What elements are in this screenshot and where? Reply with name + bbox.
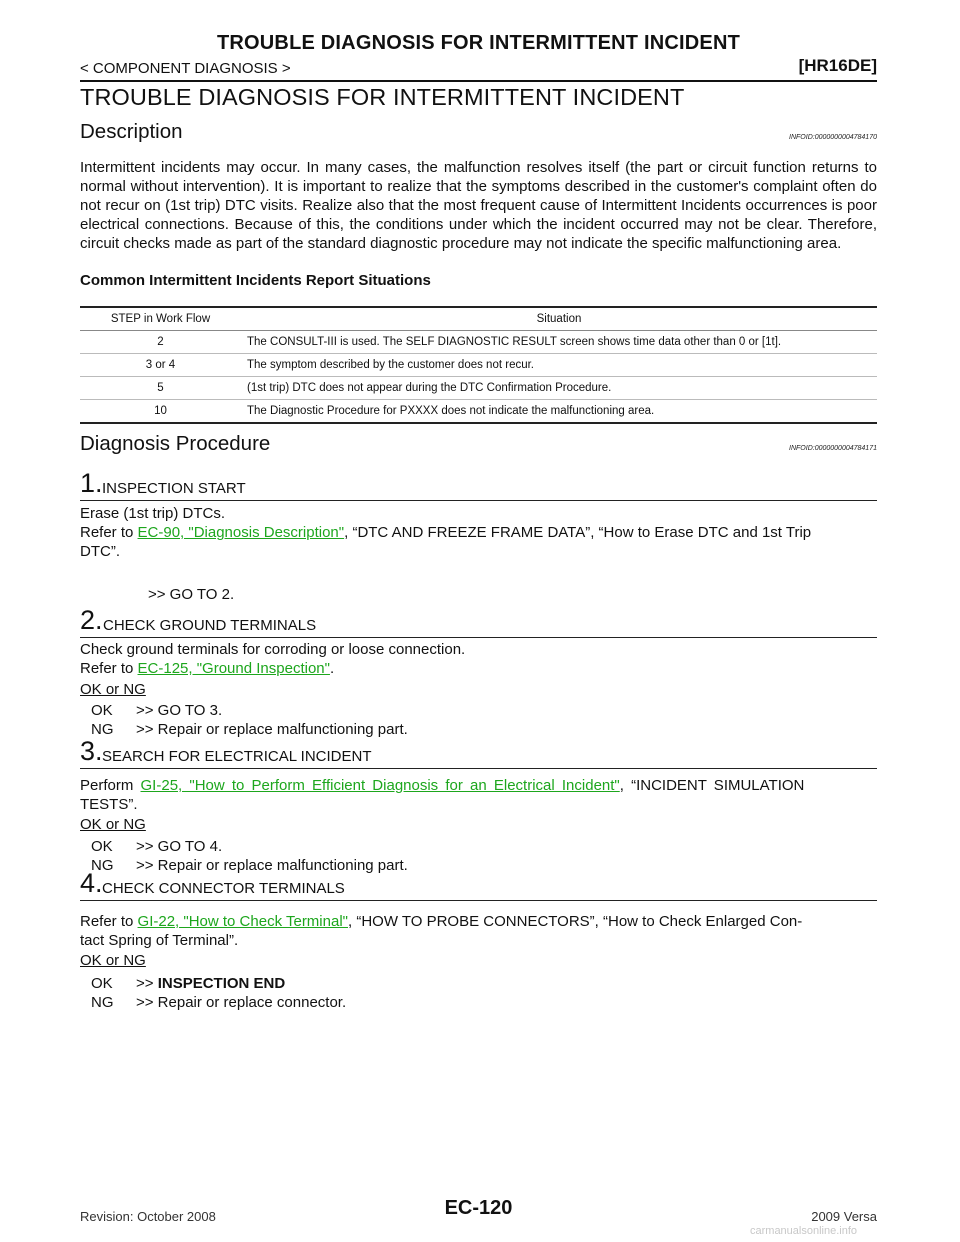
step-4-ng-branch: NG >> Repair or replace connector. bbox=[91, 994, 346, 1011]
footer-model: 2009 Versa bbox=[811, 1209, 877, 1224]
page-footer: Revision: October 2008 EC-120 2009 Versa bbox=[80, 1196, 877, 1226]
situation-cell: (1st trip) DTC does not appear during th… bbox=[247, 382, 612, 394]
table-row: 5 (1st trip) DTC does not appear during … bbox=[80, 377, 877, 400]
table-header-row: STEP in Work Flow Situation bbox=[80, 307, 877, 331]
step-cell: 5 bbox=[157, 382, 164, 394]
step-2-ok-branch: OK >> GO TO 3. bbox=[91, 702, 222, 719]
step-2-reference: Refer to EC-125, "Ground Inspection". bbox=[80, 659, 334, 678]
step-3-reference-cont: TESTS”. bbox=[80, 796, 138, 813]
step-4-reference: Refer to GI-22, "How to Check Terminal",… bbox=[80, 912, 877, 931]
ng-code: NG bbox=[91, 857, 114, 874]
situation-cell: The CONSULT-III is used. The SELF DIAGNO… bbox=[247, 336, 782, 348]
table-row: 10 The Diagnostic Procedure for PXXXX do… bbox=[80, 400, 877, 423]
table-caption: Common Intermittent Incidents Report Sit… bbox=[80, 272, 431, 289]
procedure-infoid: INFOID:0000000004784171 bbox=[789, 445, 877, 452]
step-2-number: 2. bbox=[80, 605, 103, 635]
refer-suffix: , “INCIDENT SIMULATION bbox=[619, 777, 805, 794]
ng-code: NG bbox=[91, 994, 114, 1011]
refer-suffix: , “HOW TO PROBE CONNECTORS”, “How to Che… bbox=[347, 913, 803, 930]
step-3-title: SEARCH FOR ELECTRICAL INCIDENT bbox=[102, 748, 372, 765]
header-divider bbox=[80, 80, 877, 82]
step-3-reference: Perform GI-25, "How to Perform Efficient… bbox=[80, 776, 877, 795]
page-title: TROUBLE DIAGNOSIS FOR INTERMITTENT INCID… bbox=[80, 84, 685, 110]
step-1-reference-cont: DTC”. bbox=[80, 543, 120, 560]
table-row: 2 The CONSULT-III is used. The SELF DIAG… bbox=[80, 331, 877, 354]
ok-action: >> GO TO 3. bbox=[136, 702, 223, 719]
ng-code: NG bbox=[91, 721, 114, 738]
page-header: TROUBLE DIAGNOSIS FOR INTERMITTENT INCID… bbox=[80, 30, 877, 86]
refer-prefix: Refer to bbox=[80, 660, 138, 677]
ng-action: >> Repair or replace malfunctioning part… bbox=[136, 857, 408, 874]
column-header-step: STEP in Work Flow bbox=[110, 313, 211, 325]
description-infoid: INFOID:0000000004784170 bbox=[789, 134, 877, 141]
ok-prefix: >> bbox=[136, 975, 158, 992]
step-3-ng-branch: NG >> Repair or replace malfunctioning pa… bbox=[91, 857, 408, 874]
step-4-ok-branch: OK >> INSPECTION END bbox=[91, 975, 285, 992]
link-ec125-ground-inspection[interactable]: EC-125, "Ground Inspection" bbox=[137, 660, 330, 677]
step-2-ok-or-ng: OK or NG bbox=[80, 681, 146, 698]
step-cell: 2 bbox=[157, 336, 164, 348]
ok-code: OK bbox=[91, 838, 113, 855]
header-section-label: < COMPONENT DIAGNOSIS > bbox=[80, 60, 291, 77]
ok-code: OK bbox=[91, 702, 113, 719]
footer-revision: Revision: October 2008 bbox=[80, 1209, 216, 1224]
step-1-reference: Refer to EC-90, "Diagnosis Description",… bbox=[80, 523, 877, 542]
ng-action: >> Repair or replace malfunctioning part… bbox=[136, 721, 408, 738]
step-4-ok-or-ng: OK or NG bbox=[80, 952, 146, 969]
step-2-instruction: Check ground terminals for corroding or … bbox=[80, 641, 466, 658]
ng-action: >> Repair or replace connector. bbox=[136, 994, 347, 1011]
refer-suffix: , “DTC AND FREEZE FRAME DATA”, “How to E… bbox=[344, 524, 812, 541]
step-2-title: CHECK GROUND TERMINALS bbox=[103, 617, 317, 634]
step-4-header: 4. CHECK CONNECTOR TERMINALS bbox=[80, 868, 877, 901]
refer-prefix: Refer to bbox=[80, 524, 138, 541]
header-engine-code: [HR16DE] bbox=[798, 56, 877, 75]
step-1-number: 1. bbox=[80, 468, 103, 498]
link-ec90-diagnosis-description[interactable]: EC-90, "Diagnosis Description" bbox=[137, 524, 345, 541]
header-title: TROUBLE DIAGNOSIS FOR INTERMITTENT INCID… bbox=[216, 32, 741, 54]
step-cell: 3 or 4 bbox=[145, 359, 176, 371]
refer-prefix: Perform bbox=[80, 777, 141, 794]
step-1-goto: >> GO TO 2. bbox=[148, 586, 235, 603]
step-3-ok-or-ng: OK or NG bbox=[80, 816, 146, 833]
step-4-title: CHECK CONNECTOR TERMINALS bbox=[102, 880, 345, 897]
step-1-title: INSPECTION START bbox=[102, 480, 246, 497]
ok-action: >> GO TO 4. bbox=[136, 838, 223, 855]
description-heading: Description bbox=[80, 120, 183, 143]
situation-cell: The Diagnostic Procedure for PXXXX does … bbox=[247, 405, 655, 417]
table-row: 3 or 4 The symptom described by the cust… bbox=[80, 354, 877, 377]
step-4-reference-cont: tact Spring of Terminal”. bbox=[80, 932, 239, 949]
step-1-instruction: Erase (1st trip) DTCs. bbox=[80, 505, 226, 522]
step-2-header: 2. CHECK GROUND TERMINALS bbox=[80, 605, 877, 638]
step-3-number: 3. bbox=[80, 736, 103, 766]
refer-suffix: . bbox=[329, 660, 335, 677]
link-gi22-check-terminal[interactable]: GI-22, "How to Check Terminal" bbox=[137, 913, 348, 930]
step-2-ng-branch: NG >> Repair or replace malfunctioning pa… bbox=[91, 721, 408, 738]
column-header-situation: Situation bbox=[536, 313, 582, 325]
situations-table: STEP in Work Flow Situation 2 The CONSUL… bbox=[80, 306, 877, 424]
description-body: Intermittent incidents may occur. In man… bbox=[80, 159, 877, 252]
link-gi25-efficient-diagnosis[interactable]: GI-25, "How to Perform Efficient Diagnos… bbox=[140, 777, 620, 794]
watermark: carmanualsonline.info bbox=[750, 1225, 858, 1237]
footer-page-number: EC-120 bbox=[444, 1197, 513, 1219]
step-4-number: 4. bbox=[80, 868, 103, 898]
ok-code: OK bbox=[91, 975, 113, 992]
situation-cell: The symptom described by the customer do… bbox=[247, 359, 534, 371]
step-3-ok-branch: OK >> GO TO 4. bbox=[91, 838, 222, 855]
ok-action: INSPECTION END bbox=[157, 975, 286, 992]
step-3-header: 3. SEARCH FOR ELECTRICAL INCIDENT bbox=[80, 736, 877, 769]
procedure-heading: Diagnosis Procedure bbox=[80, 432, 271, 455]
step-cell: 10 bbox=[154, 405, 167, 417]
step-1-header: 1. INSPECTION START bbox=[80, 468, 877, 501]
refer-prefix: Refer to bbox=[80, 913, 138, 930]
